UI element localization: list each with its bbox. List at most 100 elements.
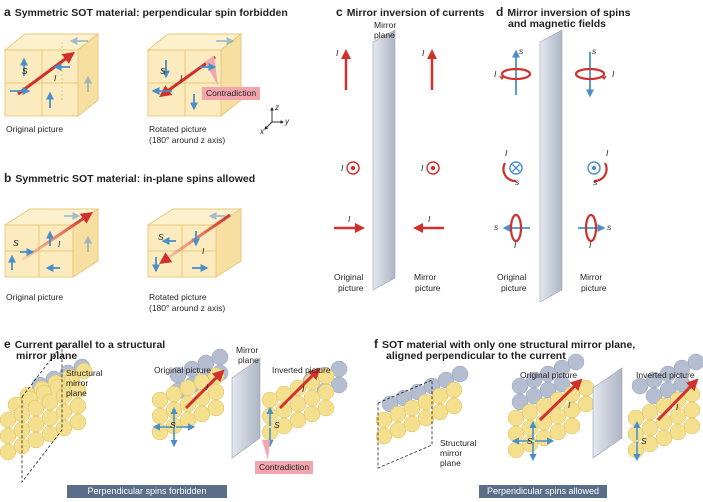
panel-c-current-out-right [426,161,440,175]
panel-e-banner: Perpendicular spins forbidden [67,485,227,498]
panel-f-inverted-label-s: S [641,436,647,446]
panel-c-label-i-2: I [422,48,425,58]
panel-e-contradiction-badge: Contradiction [255,461,314,474]
panel-f-lattice-left [375,365,469,469]
panel-e-label-s: S [170,420,176,430]
panel-a-rotated-label-s: S [160,66,166,76]
panel-d-label-s-1: s [519,46,524,56]
panel-e-inverted-label-s: S [274,420,280,430]
panel-b-rotated-box [146,208,243,278]
axis-y-label: y [285,117,289,126]
panel-b-rotated-label-i: I [202,246,205,256]
panel-e-lattice-original [151,348,229,448]
panel-c-mirror-label-2: plane [374,30,395,40]
panel-b-original-box [3,208,100,278]
panel-b-label-s: S [13,238,19,248]
panel-b-caption-right-2: (180° around z axis) [149,303,226,313]
panel-b-caption-left: Original picture [6,292,64,302]
panel-b-letter: b [4,171,12,185]
panel-e-title-line2: mirror plane [16,350,78,362]
panel-d-title-line1: Mirror inversion of spins [507,7,631,19]
panel-d-mirror-plane [539,29,563,303]
panel-c-label-i-3: I [341,163,344,173]
panel-d-title-line2: and magnetic fields [508,18,607,30]
panel-a-label-s: S [22,66,28,76]
panel-c-caption-left-2: picture [338,283,364,293]
panel-b-title-text: Symmetric SOT material: in-plane spins a… [15,173,256,185]
panel-f-structural-1: Structural [440,438,477,448]
panel-d-label-i-3: I [505,148,508,158]
panel-c-label-i-6: I [428,214,431,224]
panel-c-label-i-4: I [421,163,424,173]
axes-icon [264,106,285,130]
panel-e-lattice-inverted [261,360,348,460]
panel-a-caption-right-1: Rotated picture [149,124,207,134]
panel-d-label-s-3: s [515,177,520,187]
panel-d-spin-right-side [578,213,606,243]
panel-f-label-i: I [568,400,571,410]
panel-d-caption-right-1: Mirror [580,272,603,282]
panel-c-label-i-5: I [348,214,351,224]
panel-a-contradiction-badge: Contradiction [202,87,261,100]
panel-e-structural-2: mirror [66,378,89,388]
panel-c-caption-left-1: Original [334,272,364,282]
panel-d-label-s-5: s [494,222,499,232]
panel-a-caption-right-2: (180° around z axis) [149,135,226,145]
panel-c-current-out-left [346,161,360,175]
panel-d-label-i-1: I [494,69,497,79]
panel-d-letter: d [496,5,504,19]
panel-c-title-text: Mirror inversion of currents [346,7,485,19]
panel-f-caption-original: Original picture [520,370,578,380]
panel-d-spin-down-right [574,52,607,98]
panel-a-rotated-label-i: I [180,73,183,83]
panel-e-label-i: I [206,382,209,392]
panel-a-original-box [3,32,100,118]
panel-a-letter: a [4,5,11,19]
panel-e-mirror-label-1: Mirror [236,345,259,355]
panel-e-structural-3: plane [66,388,87,398]
panel-f-inverted-label-i: I [676,402,679,412]
panel-d-label-i-5: I [514,240,517,250]
panel-a-title-text: Symmetric SOT material: perpendicular sp… [14,7,288,19]
axis-z-label: z [275,103,279,112]
panel-d-label-s-2: s [592,46,597,56]
panel-f-letter: f [374,337,378,351]
panel-f-structural-3: plane [440,458,461,468]
panel-d-caption-right-2: picture [581,283,607,293]
panel-a-rotated-box [146,32,243,118]
panel-f-title-line1: SOT material with only one structural mi… [382,339,636,351]
panel-d-spin-left-side [502,213,530,243]
panel-f-structural-2: mirror [440,448,463,458]
panel-e-title-line1: Current parallel to a structural [14,339,166,351]
panel-e-caption-original: Original picture [154,365,212,375]
panel-b-label-i: I [58,239,61,249]
panel-c-caption-right-2: picture [415,283,441,293]
panel-d-caption-left-1: Original [497,272,527,282]
panel-d-label-i-2: I [612,69,615,79]
panel-b-rotated-label-s: S [158,232,164,242]
panel-c-label-i-1: I [336,48,339,58]
panel-a-label-i: I [54,73,57,83]
panel-f-title-line2: aligned perpendicular to the current [386,350,566,362]
panel-d-spin-in-left [502,161,523,183]
panel-e-caption-inverted: Inverted picture [272,365,331,375]
panel-f-label-s: S [527,436,533,446]
panel-f-lattice-inverted [627,353,703,462]
panel-d-spin-up-left [499,49,532,95]
panel-e-inverted-label-i: I [302,384,305,394]
panel-c-caption-right-1: Mirror [414,272,437,282]
panel-d-label-s-4: s [593,177,598,187]
panel-f-lattice-original [507,353,595,462]
panel-c-mirror-label-1: Mirror [374,20,397,30]
panel-e-lattice-left [0,343,93,484]
panel-b-caption-right-1: Rotated picture [149,292,207,302]
panel-d-label-s-6: s [607,222,612,232]
panel-d-label-i-4: I [606,148,609,158]
panel-a-caption-left: Original picture [6,124,64,134]
panel-f-banner: Perpendicular spins allowed [479,485,607,498]
panel-f-title: f SOT material with only one structural m… [374,338,635,351]
panel-c-mirror-plane [372,29,396,291]
panel-c-letter: c [336,5,343,19]
